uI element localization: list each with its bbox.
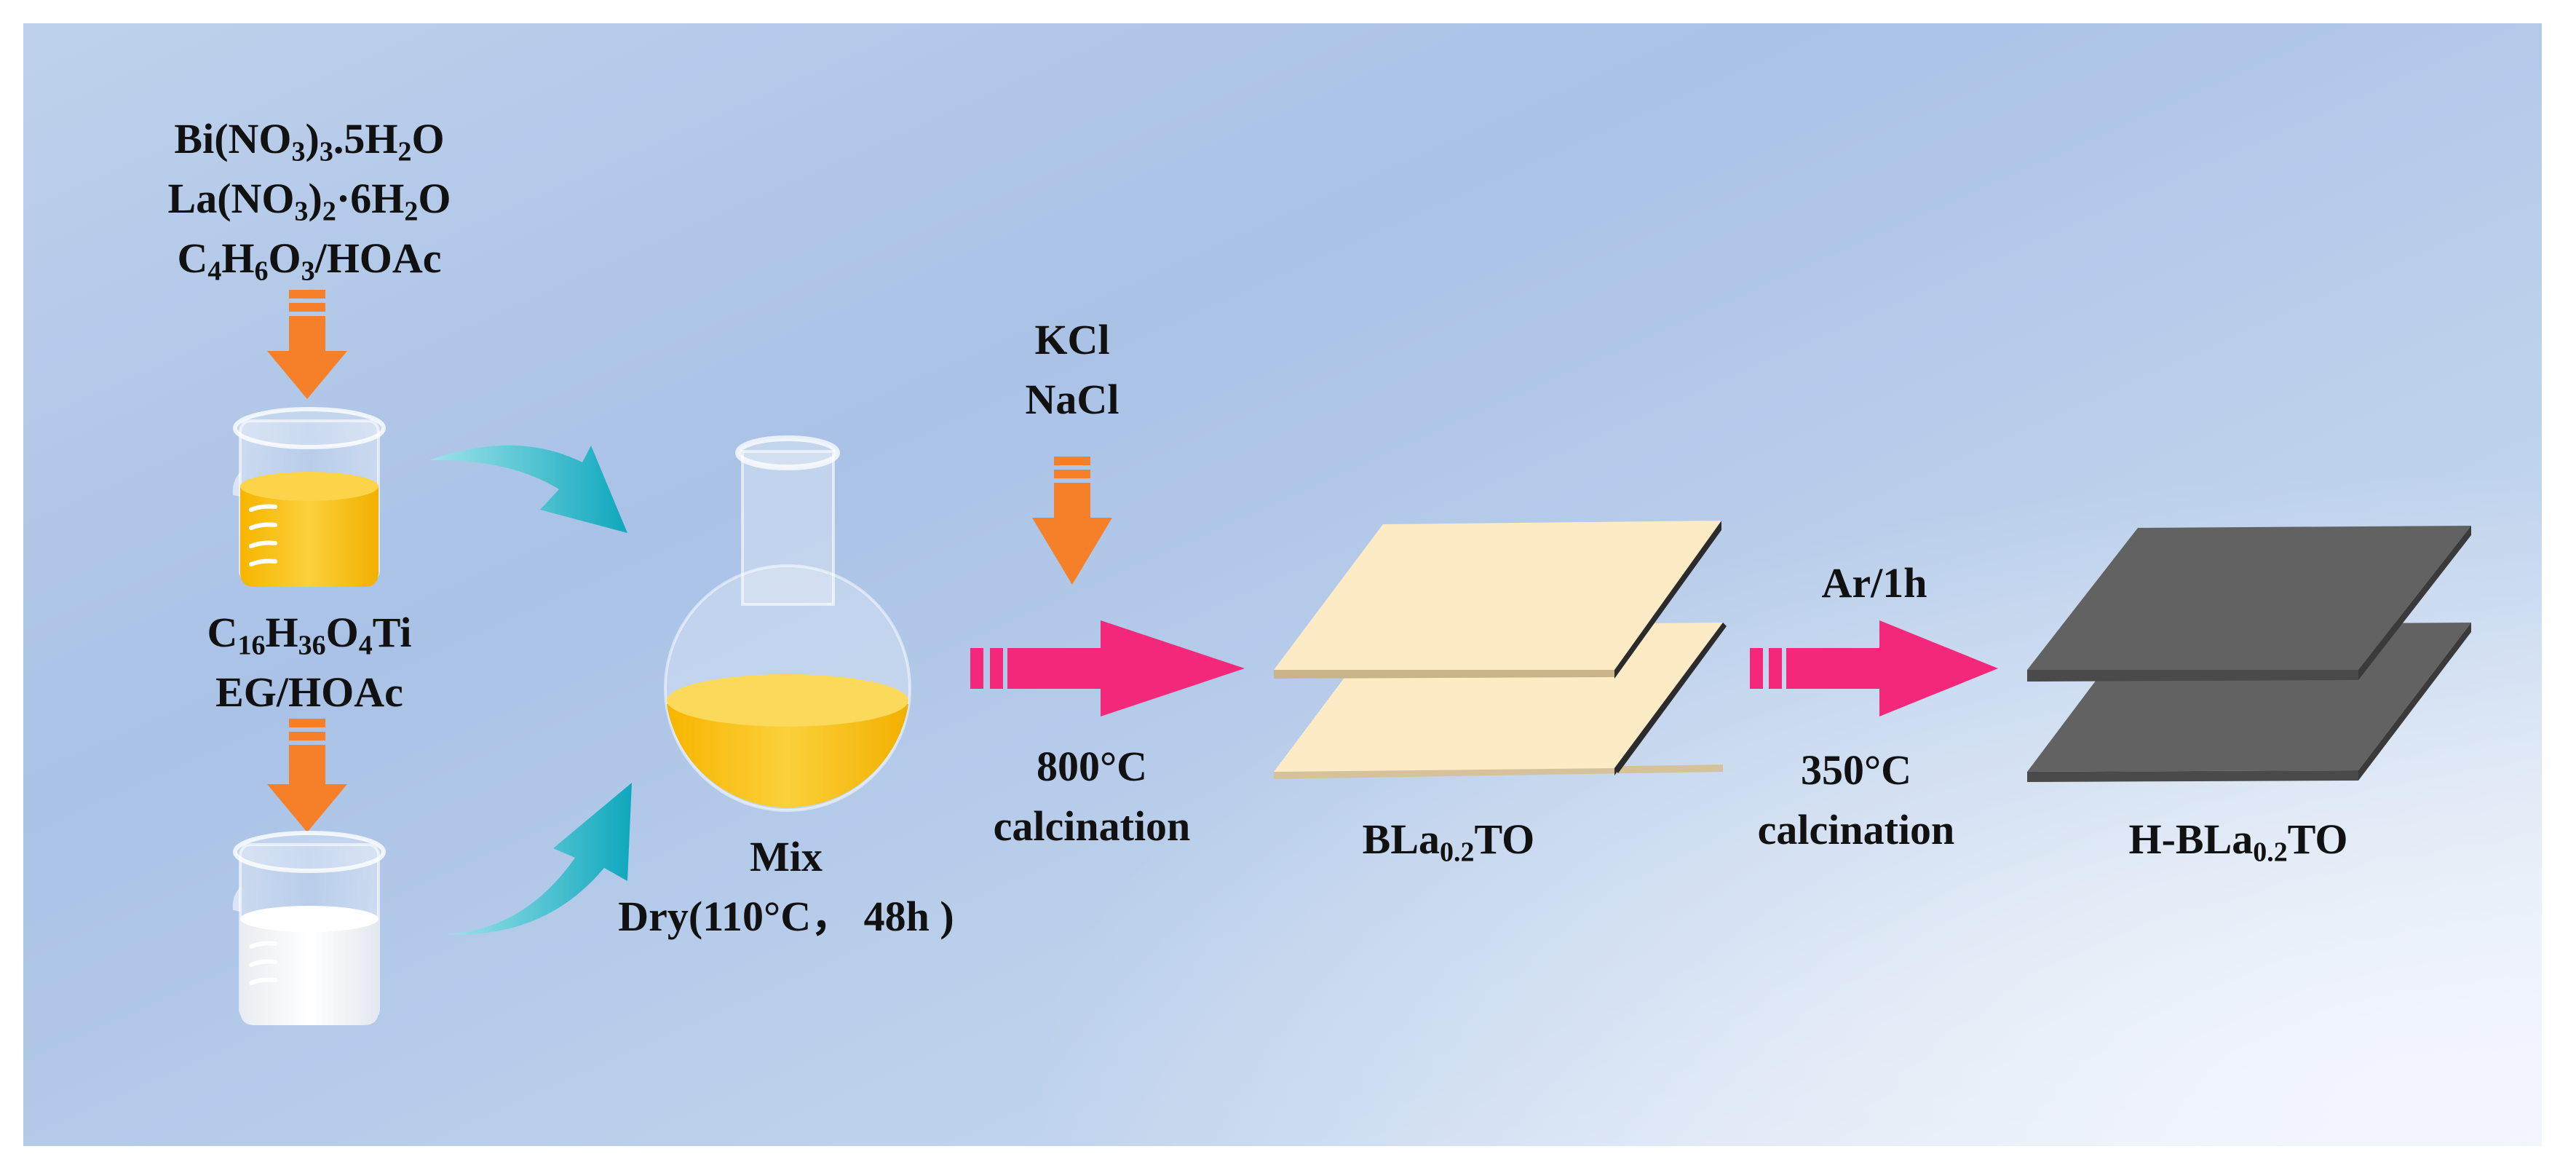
cream-nanosheets-icon xyxy=(1274,521,1727,779)
teal-curved-arrow-icon xyxy=(429,445,627,533)
reagent-eg-hoac: EG/HOAc xyxy=(215,668,403,716)
step2-process: calcination xyxy=(1757,806,1955,853)
salts-label: KCl NaCl xyxy=(963,310,1181,430)
reagent-bismuth-nitrate: Bi(NO3)3.5H2O xyxy=(174,115,445,167)
gray-nanosheets-icon xyxy=(2027,526,2471,782)
beaker-white-icon xyxy=(232,831,386,1025)
step2-label: 350°C calcination xyxy=(1729,740,1983,860)
mix-condition: Dry(110°C， 48h ) xyxy=(618,893,954,940)
step2-temperature: 350°C xyxy=(1800,746,1912,794)
step1-temperature: 800°C xyxy=(1036,743,1148,790)
product1-label: BLa0.2TO xyxy=(1362,815,1535,868)
reagent-acetic-anhydride: C4H6O3/HOAc xyxy=(177,234,442,287)
salt-kcl: KCl xyxy=(1034,316,1110,363)
step1-process: calcination xyxy=(993,802,1191,850)
mix-label: Mix Dry(110°C， 48h ) xyxy=(568,827,1004,947)
beaker-yellow-icon xyxy=(232,407,386,587)
salt-nacl: NaCl xyxy=(1025,376,1119,423)
reagent-list-top: Bi(NO3)3.5H2O La(NO3)2·6H2O C4H6O3/HOAc xyxy=(116,109,502,288)
pink-right-arrow-icon xyxy=(970,620,1245,716)
step2-atmosphere: Ar/1h xyxy=(1821,559,1927,607)
teal-curved-arrow-icon xyxy=(445,783,632,935)
orange-down-arrow-icon xyxy=(267,290,347,399)
mix-title: Mix xyxy=(750,833,823,880)
reagent-lanthanum-nitrate: La(NO3)2·6H2O xyxy=(167,175,451,227)
reagent-titanium-butoxide: C16H36O4Ti xyxy=(207,609,412,661)
product2-label: H-BLa0.2TO xyxy=(2128,815,2348,868)
reagent-list-middle: C16H36O4Ti EG/HOAc xyxy=(138,603,480,722)
orange-down-arrow-icon xyxy=(1032,457,1112,585)
orange-down-arrow-icon xyxy=(267,719,347,832)
round-flask-icon xyxy=(664,435,911,812)
pink-right-arrow-icon xyxy=(1750,620,1998,716)
step1-label: 800°C calcination xyxy=(946,737,1237,856)
